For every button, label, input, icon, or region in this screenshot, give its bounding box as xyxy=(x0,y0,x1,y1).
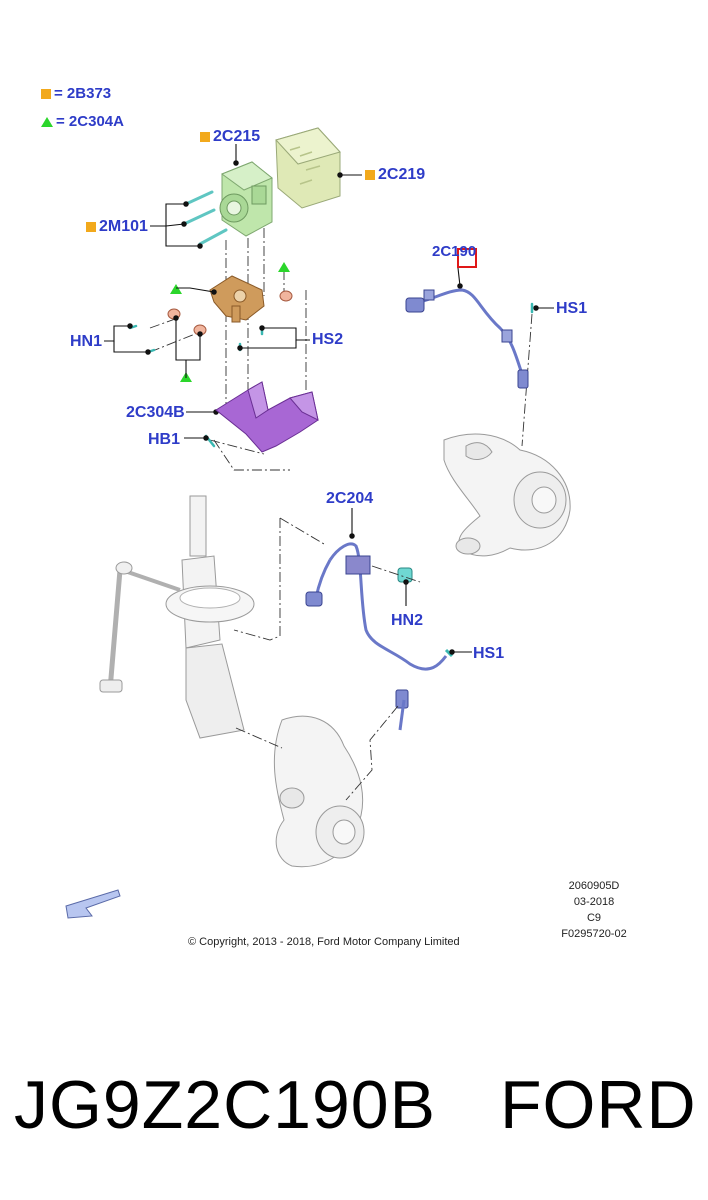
bracket-2C304B xyxy=(215,381,319,453)
steering-knuckle-upper xyxy=(443,433,571,557)
triangle-marker-icon xyxy=(41,117,53,128)
diagram-drawing xyxy=(65,127,571,919)
small-screws-upper xyxy=(128,302,534,448)
steering-knuckle-lower xyxy=(273,715,365,868)
callout-2C304B: 2C304B xyxy=(126,404,185,421)
drawing-date: 03-2018 xyxy=(573,896,615,908)
callout-2M101: 2M101 xyxy=(86,218,148,236)
center-lines-lower xyxy=(233,517,421,801)
leader-lines-lower xyxy=(349,508,472,655)
bracket-2C304A xyxy=(209,275,265,323)
callout-HN2: HN2 xyxy=(391,612,424,629)
square-marker-icon xyxy=(365,169,375,180)
ecu-module-2C219 xyxy=(275,127,341,209)
drawing-reference: F0295720-02 xyxy=(561,928,627,940)
callout-HS1-upper: HS1 xyxy=(556,300,588,317)
abs-module-2C215 xyxy=(219,161,273,237)
leader-lines-upper xyxy=(150,144,554,311)
callout-HN1: HN1 xyxy=(70,333,103,350)
leader-lines-mid xyxy=(104,287,310,441)
legend-item-triangle: = 2C304A xyxy=(41,113,124,130)
callout-2C219: 2C219 xyxy=(365,166,425,184)
copyright-notice: © Copyright, 2013 - 2018, Ford Motor Com… xyxy=(188,936,460,948)
part-number-caption: JG9Z2C190B FORD xyxy=(14,1066,697,1144)
square-marker-icon xyxy=(200,131,210,142)
callout-2C215: 2C215 xyxy=(200,128,260,146)
callout-HB1: HB1 xyxy=(148,431,181,448)
drawing-id: 2060905D xyxy=(568,880,620,892)
front-direction-arrow-icon xyxy=(65,889,121,919)
callout-2C204: 2C204 xyxy=(326,490,374,507)
callout-HS2: HS2 xyxy=(312,331,344,348)
wheel-speed-sensor-2C190 xyxy=(405,288,529,389)
highlighted-part-marker xyxy=(457,248,477,268)
square-marker-icon xyxy=(41,89,51,100)
wheel-speed-sensor-2C204 xyxy=(305,542,454,731)
part-number: JG9Z2C190B xyxy=(14,1067,436,1143)
callout-2C190: 2C190 xyxy=(432,243,477,260)
legend-item-square: = 2B373 xyxy=(41,85,111,102)
square-marker-icon xyxy=(86,221,96,232)
callout-HS1-lower: HS1 xyxy=(473,645,505,662)
drawing-code: C9 xyxy=(586,912,602,924)
grommets xyxy=(167,290,293,336)
strut-assembly xyxy=(99,495,255,739)
bolts-2M101 xyxy=(182,190,228,246)
brand-name: FORD xyxy=(499,1067,697,1143)
